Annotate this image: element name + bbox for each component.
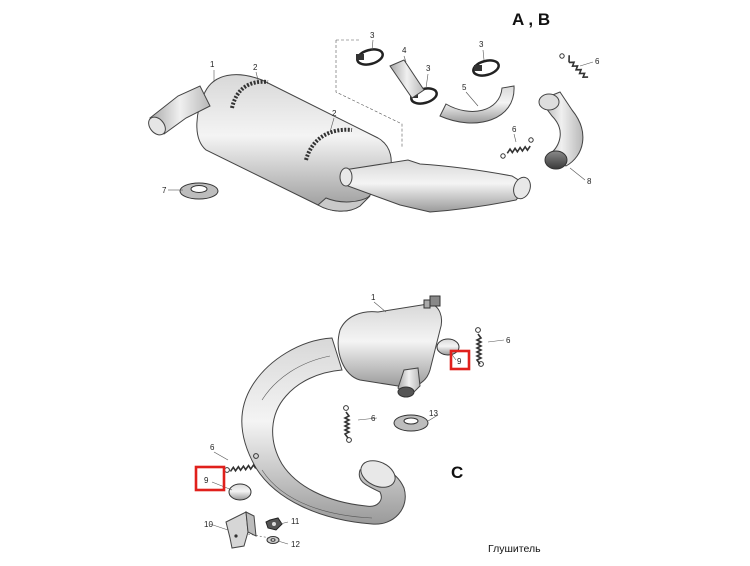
hose-clamp-1: [356, 48, 384, 66]
label-c-12: 12: [291, 540, 300, 549]
short-hose: [389, 59, 425, 99]
label-ab-3-left: 3: [370, 31, 375, 40]
label-c-6-right: 6: [506, 336, 511, 345]
spring-ab-2: [500, 137, 534, 159]
grommet-c-lower: [228, 483, 252, 501]
label-ab-6-lower: 6: [512, 125, 517, 134]
strap-clamp-upper: [230, 79, 269, 109]
section-ab: A , B: [148, 10, 600, 213]
spring-c-right: [475, 327, 484, 367]
label-c-9-lower: 9: [204, 476, 209, 485]
label-ab-6-upper: 6: [595, 57, 600, 66]
strap-clamp-lower: [304, 127, 353, 161]
washer-c: [393, 414, 429, 432]
label-ab-2-lower: 2: [332, 109, 337, 118]
small-washer-c: [266, 536, 280, 544]
highlight-label-9-upper: 9: [449, 349, 471, 371]
label-c-9-upper: 9: [457, 357, 462, 366]
spring-c-middle: [343, 405, 352, 443]
label-ab-3-mid: 3: [426, 64, 431, 73]
label-ab-3-right: 3: [479, 40, 484, 49]
bent-hose: [439, 85, 515, 124]
label-c-10: 10: [204, 520, 213, 529]
label-ab-1: 1: [210, 60, 215, 69]
section-c: C: [194, 293, 511, 549]
grommet-c-upper: [436, 338, 460, 356]
hose-clamp-3: [472, 59, 500, 77]
label-ab-8: 8: [587, 177, 592, 186]
label-ab-5: 5: [462, 83, 467, 92]
tail-pipe-ab: [538, 91, 584, 170]
label-ab-7: 7: [162, 186, 167, 195]
label-c-13: 13: [429, 409, 438, 418]
muffler-c: [337, 295, 442, 398]
spring-c-left: [224, 453, 259, 473]
diagram-caption: Глушитель: [488, 543, 541, 555]
label-c-6-left: 6: [210, 443, 215, 452]
spring-ab-1: [559, 53, 589, 79]
outlet-pipe-ab: [343, 159, 529, 213]
label-c-1: 1: [371, 293, 376, 302]
highlight-label-9-lower: 9: [194, 465, 226, 492]
section-ab-label: A , B: [512, 10, 550, 29]
section-c-label: C: [451, 463, 463, 482]
grommet-ab: [179, 182, 219, 200]
label-c-11: 11: [291, 517, 300, 526]
label-ab-2-upper: 2: [253, 63, 258, 72]
label-ab-4: 4: [402, 46, 407, 55]
label-c-6-middle: 6: [371, 414, 376, 423]
bracket-c: [225, 511, 257, 549]
nut-c: [265, 517, 283, 531]
